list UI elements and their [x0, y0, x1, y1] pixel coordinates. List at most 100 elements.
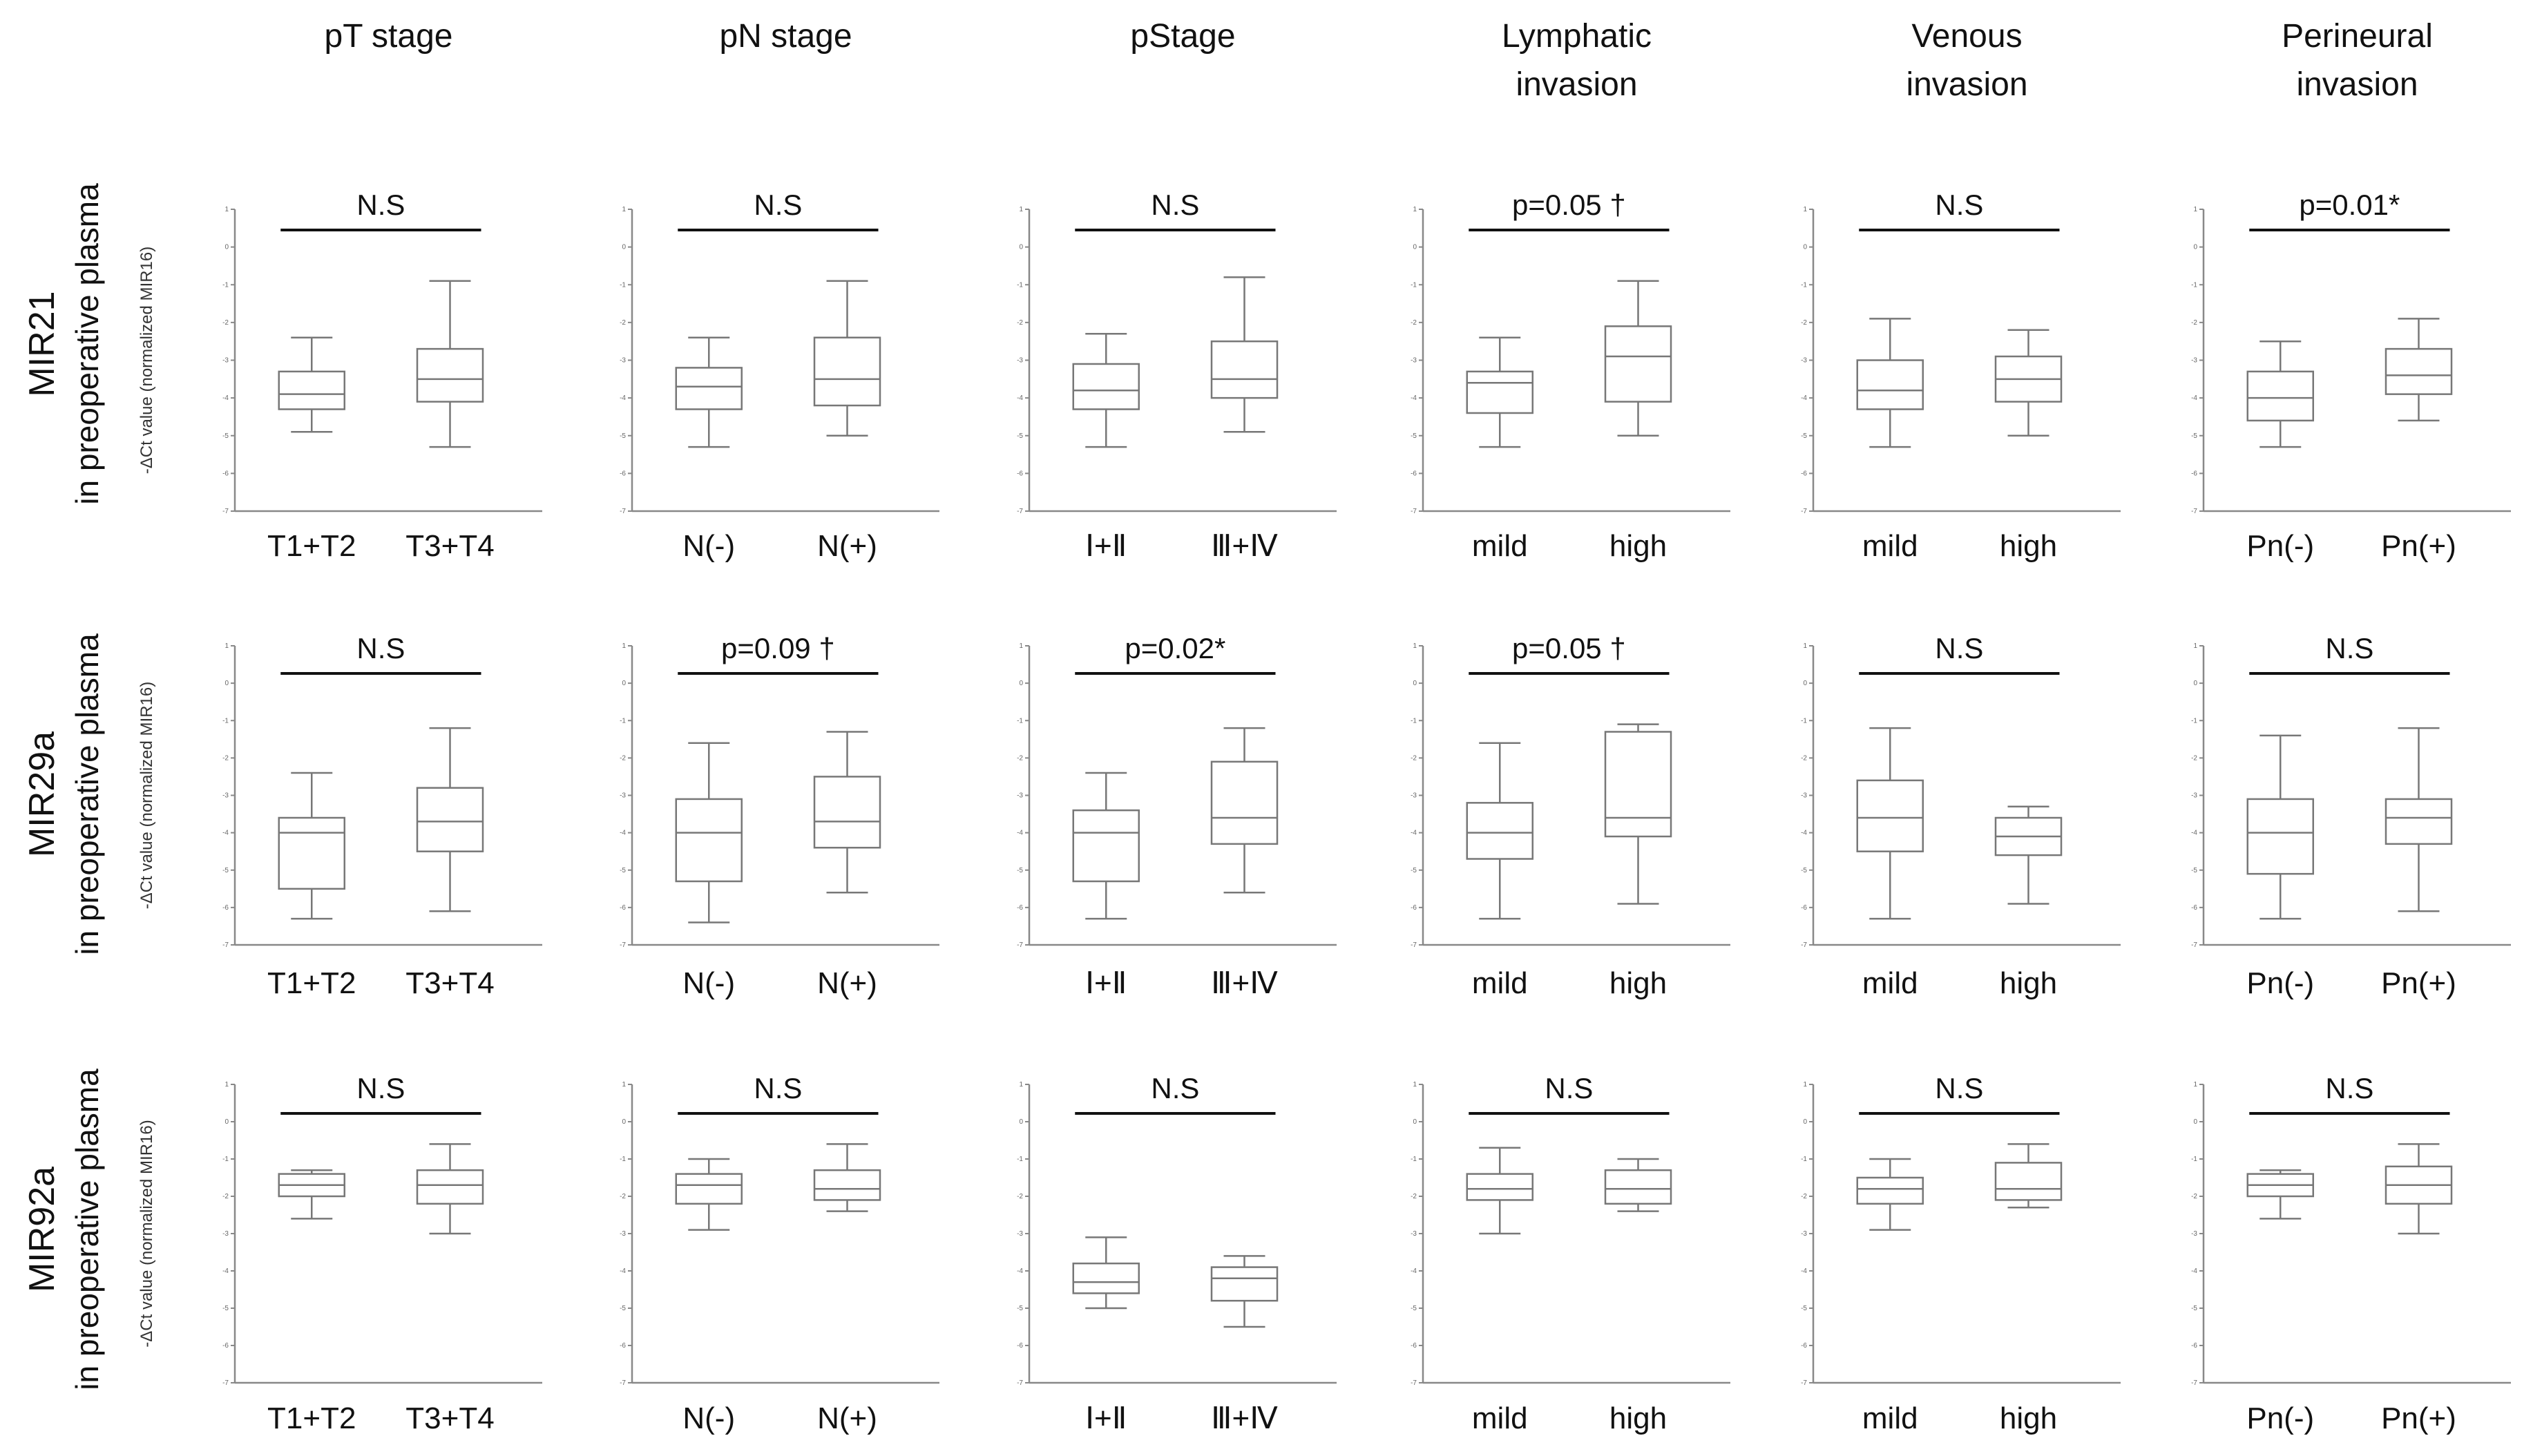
y-tick-label: -1: [1411, 717, 1417, 725]
panel: 10-1-2-3-4-5-6-7p=0.01*Pn(-)Pn(+): [2191, 189, 2511, 563]
y-tick-label: -5: [620, 432, 626, 440]
significance-label: p=0.02*: [1125, 632, 1225, 664]
y-tick-label: -6: [222, 1342, 229, 1350]
box-iqr: [1210, 1266, 1279, 1302]
y-tick-label: -4: [1017, 830, 1023, 837]
y-tick-label: -2: [1801, 754, 1807, 762]
y-tick-label: 0: [1019, 680, 1023, 687]
box-iqr: [813, 776, 881, 849]
y-tick-label: -1: [1411, 1156, 1417, 1163]
y-tick-label: -2: [222, 754, 229, 762]
y-tick-label: -7: [1017, 941, 1023, 949]
y-tick-label: -5: [1801, 432, 1807, 440]
y-tick-label: 1: [622, 1081, 626, 1089]
y-tick-label: -5: [1017, 432, 1023, 440]
y-tick-label: -5: [1017, 1305, 1023, 1312]
box-iqr: [813, 336, 881, 407]
y-tick-label: -7: [1411, 508, 1417, 515]
y-tick-label: -4: [1411, 830, 1417, 837]
y-tick-label: -7: [1801, 941, 1807, 949]
box-plot: [1072, 333, 1140, 448]
category-label: high: [2000, 529, 2057, 563]
box-plot: [1210, 727, 1279, 894]
y-tick-label: 1: [2193, 206, 2197, 213]
box-iqr: [675, 367, 743, 410]
y-tick-label: -1: [2191, 1156, 2197, 1163]
row-title: MIR21: [22, 291, 62, 396]
box-plot: [1856, 1158, 1924, 1231]
y-tick-label: -1: [222, 717, 229, 725]
row-subtitle: in preoperative plasma: [69, 183, 105, 505]
y-tick-label: -6: [1801, 470, 1807, 477]
box-plot: [1466, 742, 1533, 920]
y-tick-label: -1: [620, 281, 626, 289]
y-tick-label: 1: [622, 206, 626, 213]
y-tick-label: -2: [620, 319, 626, 327]
y-tick-label: -2: [1017, 1193, 1023, 1200]
column-title-line: Perineural: [2282, 18, 2433, 55]
box-plot: [416, 1143, 484, 1235]
box-plot: [1072, 772, 1140, 920]
y-tick-label: -4: [620, 830, 626, 837]
y-tick-label: -6: [1801, 904, 1807, 912]
y-tick-label: -4: [1411, 1267, 1417, 1275]
y-tick-label: 1: [224, 1081, 229, 1089]
y-tick-label: 1: [1803, 642, 1807, 650]
box-iqr: [2246, 370, 2314, 422]
category-label: N(-): [682, 1401, 735, 1435]
y-tick-label: -2: [222, 1193, 229, 1200]
box-plot: [1604, 280, 1672, 437]
box-plot: [278, 772, 345, 920]
y-tick-label: -1: [620, 717, 626, 725]
y-tick-label: -6: [1017, 1342, 1023, 1350]
category-label: Pn(+): [2381, 529, 2456, 563]
y-tick-label: -2: [620, 754, 626, 762]
box-plot: [1604, 1158, 1672, 1212]
y-tick-label: 1: [1019, 642, 1023, 650]
y-tick-label: -6: [1411, 470, 1417, 477]
y-tick-label: -7: [1017, 1379, 1023, 1387]
category-label: Ⅰ+Ⅱ: [1085, 1401, 1127, 1435]
y-tick-label: -4: [1801, 830, 1807, 837]
y-tick-label: -1: [1801, 281, 1807, 289]
category-label: Pn(-): [2246, 529, 2314, 563]
y-tick-label: 1: [1413, 206, 1417, 213]
y-tick-label: 0: [622, 1118, 626, 1126]
y-tick-label: -2: [1801, 319, 1807, 327]
box-plot: [416, 727, 484, 912]
y-tick-label: -4: [1017, 394, 1023, 402]
y-tick-label: 1: [1019, 206, 1023, 213]
significance-label: N.S: [2325, 1072, 2373, 1104]
y-tick-label: -2: [2191, 754, 2197, 762]
y-tick-label: -7: [222, 508, 229, 515]
category-label: Ⅲ+Ⅳ: [1211, 1401, 1278, 1435]
box-iqr: [675, 798, 743, 883]
y-tick-label: -5: [2191, 867, 2197, 874]
y-tick-label: -2: [1411, 1193, 1417, 1200]
y-tick-label: 0: [1019, 1118, 1023, 1126]
box-plot: [1466, 336, 1533, 448]
y-axis-label: -ΔCt value (normalized MIR16): [137, 247, 156, 474]
y-tick-label: -2: [222, 319, 229, 327]
y-tick-label: -2: [1017, 319, 1023, 327]
y-tick-label: -1: [222, 281, 229, 289]
y-tick-label: 0: [622, 244, 626, 251]
y-tick-label: -4: [1017, 1267, 1023, 1275]
y-tick-label: -6: [620, 1342, 626, 1350]
y-tick-label: -3: [620, 792, 626, 800]
category-label: Pn(+): [2381, 966, 2456, 1000]
y-tick-label: -5: [1411, 1305, 1417, 1312]
y-tick-label: 0: [224, 244, 229, 251]
y-tick-label: -4: [222, 830, 229, 837]
y-tick-label: -3: [222, 357, 229, 365]
y-tick-label: -6: [222, 904, 229, 912]
category-label: Ⅲ+Ⅳ: [1211, 529, 1278, 563]
y-axis-label: -ΔCt value (normalized MIR16): [137, 682, 156, 909]
y-tick-label: -6: [2191, 1342, 2197, 1350]
box-plot: [2385, 727, 2453, 912]
y-tick-label: -2: [2191, 1193, 2197, 1200]
